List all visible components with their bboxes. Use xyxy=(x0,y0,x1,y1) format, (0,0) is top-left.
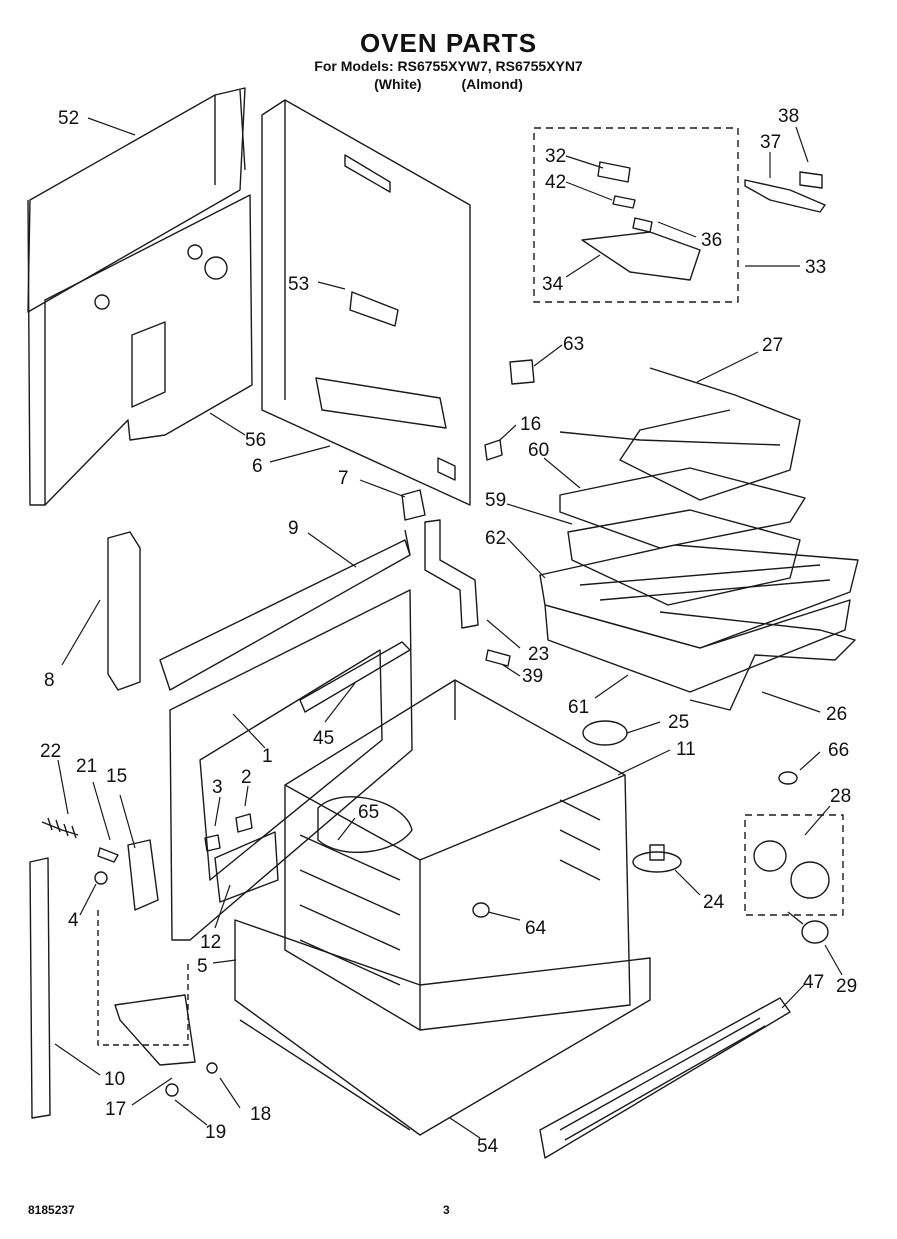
oven-cavity xyxy=(284,679,631,1031)
callout-11: 11 xyxy=(676,739,696,760)
callout-28: 28 xyxy=(830,786,851,807)
door-spring xyxy=(41,817,79,839)
broiler-pan xyxy=(567,509,801,606)
side-trim-strip xyxy=(107,531,141,691)
callout-65: 65 xyxy=(358,802,379,823)
callout-17: 17 xyxy=(105,1099,126,1120)
insulation-panel xyxy=(44,194,253,506)
vent-tube xyxy=(299,641,411,713)
page-number: 3 xyxy=(443,1203,450,1217)
callout-56: 56 xyxy=(245,430,266,451)
callout-6: 6 xyxy=(252,456,263,477)
front-frame xyxy=(169,589,413,941)
callout-33: 33 xyxy=(805,257,826,278)
callout-10: 10 xyxy=(104,1069,125,1090)
variant-white: (White) xyxy=(374,76,422,92)
connector-3 xyxy=(204,834,221,852)
callout-38: 38 xyxy=(778,106,799,127)
callout-19: 19 xyxy=(205,1122,226,1143)
callout-63: 63 xyxy=(563,334,584,355)
callout-2: 2 xyxy=(241,767,252,788)
connector-2 xyxy=(235,813,253,833)
callout-54: 54 xyxy=(477,1136,499,1157)
callout-18: 18 xyxy=(250,1104,271,1125)
callout-32: 32 xyxy=(545,146,566,167)
outer-back-panel xyxy=(27,87,246,506)
bake-element xyxy=(659,611,856,711)
bracket xyxy=(214,831,279,903)
hinge-roller xyxy=(94,871,108,885)
leader-lines xyxy=(54,117,843,1139)
callout-66: 66 xyxy=(828,740,849,761)
oven-rack-upper xyxy=(539,544,859,649)
callout-4: 4 xyxy=(68,910,79,931)
callout-16: 16 xyxy=(520,414,541,435)
callout-labels: 52 56 6 53 7 9 8 1 45 22 21 15 4 3 2 12 … xyxy=(40,106,857,1157)
callout-29: 29 xyxy=(836,976,857,997)
door-hinge-outline xyxy=(97,910,189,1046)
callout-1: 1 xyxy=(262,746,273,767)
callout-15: 15 xyxy=(106,766,127,787)
oven-rack-lower xyxy=(544,599,851,693)
callout-42: 42 xyxy=(545,172,566,193)
bake-element-clip xyxy=(484,439,503,461)
callout-61: 61 xyxy=(568,697,589,718)
base-pan xyxy=(234,919,651,1136)
callout-59: 59 xyxy=(485,490,506,511)
door-hinge xyxy=(114,994,218,1097)
callout-27: 27 xyxy=(762,335,783,356)
top-frame-rail xyxy=(159,529,411,691)
vent-duct xyxy=(424,519,479,629)
callout-47: 47 xyxy=(803,972,824,993)
callout-22: 22 xyxy=(40,741,61,762)
model-numbers: For Models: RS6755XYW7, RS6755XYN7 xyxy=(314,58,583,74)
callout-45: 45 xyxy=(313,728,334,749)
page-title: OVEN PARTS xyxy=(359,28,538,58)
callout-39: 39 xyxy=(522,666,543,687)
callout-34: 34 xyxy=(542,274,564,295)
callout-21: 21 xyxy=(76,756,97,777)
sensor-mount xyxy=(632,844,682,873)
color-variants: (White) (Almond) xyxy=(0,76,897,92)
callout-24: 24 xyxy=(703,892,725,913)
callout-36: 36 xyxy=(701,230,722,251)
callout-12: 12 xyxy=(200,932,221,953)
door-trim-strip xyxy=(29,857,51,1119)
callout-53: 53 xyxy=(288,274,309,295)
lock-switch xyxy=(799,171,823,189)
callout-52: 52 xyxy=(58,108,79,129)
callout-9: 9 xyxy=(288,518,299,539)
plug-button xyxy=(472,902,490,918)
callout-62: 62 xyxy=(485,528,506,549)
callout-8: 8 xyxy=(44,670,55,691)
callout-23: 23 xyxy=(528,644,549,665)
terminal-block xyxy=(349,291,399,327)
oven-light-assembly xyxy=(744,814,844,916)
light-bulb xyxy=(787,911,829,944)
callout-26: 26 xyxy=(826,704,847,725)
lock-switch-bracket xyxy=(744,179,826,213)
duct-clamp xyxy=(485,649,511,667)
door-lock-assembly xyxy=(533,127,739,303)
vent-grille xyxy=(539,997,791,1159)
rear-panel xyxy=(261,99,471,506)
callout-64: 64 xyxy=(525,918,547,939)
mounting-plate xyxy=(509,359,535,385)
callout-7: 7 xyxy=(338,468,349,489)
document-number: 8185237 xyxy=(28,1203,75,1217)
broiler-grid xyxy=(559,467,806,549)
callout-60: 60 xyxy=(528,440,549,461)
hinge-pin xyxy=(97,847,119,863)
callout-37: 37 xyxy=(760,132,781,153)
broil-element xyxy=(559,367,801,501)
small-clip xyxy=(401,489,426,521)
variant-almond: (Almond) xyxy=(461,76,523,92)
light-lens-cover xyxy=(582,720,628,746)
gasket xyxy=(778,771,798,785)
callout-25: 25 xyxy=(668,712,689,733)
callout-5: 5 xyxy=(197,956,208,977)
hinge-receptacle xyxy=(127,839,159,911)
callout-3: 3 xyxy=(212,777,223,798)
